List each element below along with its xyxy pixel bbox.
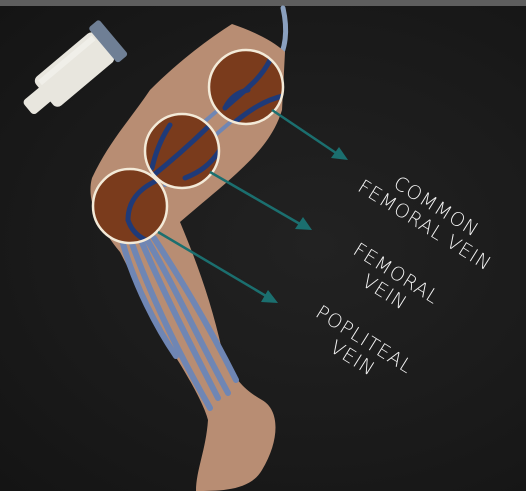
common-femoral-probe-region <box>209 50 283 124</box>
ultrasound-probe-icon <box>13 19 128 126</box>
femoral-arrow <box>210 172 312 230</box>
common-femoral-arrow <box>272 110 348 160</box>
popliteal-probe-region <box>93 169 167 243</box>
femoral-probe-region <box>145 114 220 188</box>
